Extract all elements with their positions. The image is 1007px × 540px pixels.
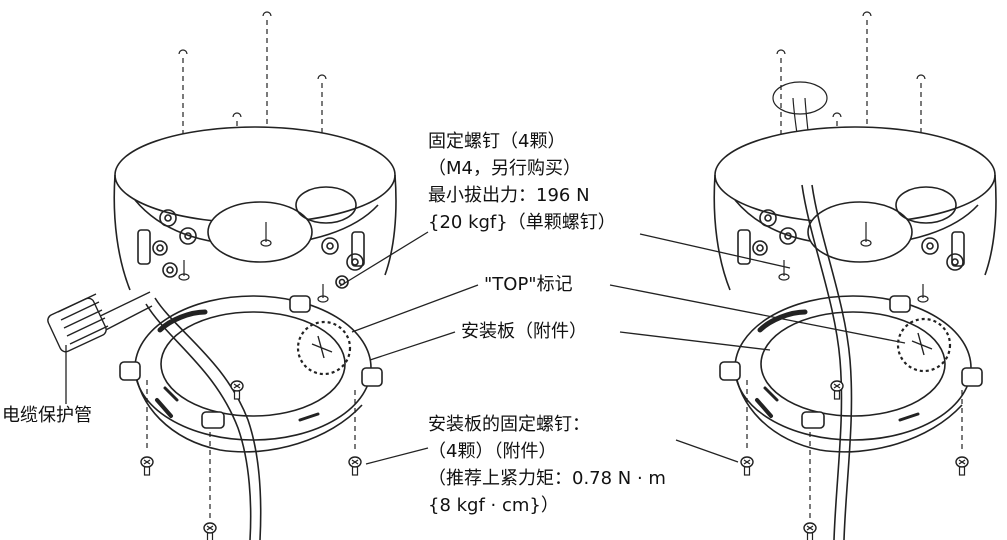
fixing-screw-label-line2: （M4，另行购买） xyxy=(428,158,581,179)
left-dome-base xyxy=(113,126,397,303)
right-cable xyxy=(801,184,853,540)
plate-screw-label-line3: （推荐上紧力矩：0.78 N · m xyxy=(428,468,666,489)
left-assembly xyxy=(47,11,397,540)
right-mount-plate xyxy=(719,295,983,520)
fixing-screw-label-line1: 固定螺钉（4颗） xyxy=(428,131,566,152)
right-assembly xyxy=(713,11,997,540)
plate-screw-label-line1: 安装板的固定螺钉： xyxy=(428,414,590,435)
conduit-graphic xyxy=(47,291,153,353)
left-plate-screws xyxy=(140,380,362,540)
plate-screw-label-line4: {8 kgf · cm}） xyxy=(428,495,559,516)
top-mark-label: "TOP"标记 xyxy=(484,274,573,295)
plate-screw-label-line2: （4颗）（附件） xyxy=(428,441,557,462)
right-dome-base xyxy=(713,126,997,303)
fixing-screw-label-line3: 最小拔出力：196 N xyxy=(428,185,590,206)
leader-lines xyxy=(65,231,906,465)
left-cable xyxy=(145,297,262,540)
right-plate-screws xyxy=(740,380,969,540)
fixing-screw-label-line4: {20 kgf}（单颗螺钉） xyxy=(428,212,616,233)
left-mount-plate xyxy=(119,295,383,520)
conduit-label: 电缆保护管 xyxy=(2,405,92,426)
mount-plate-label: 安装板（附件） xyxy=(461,321,587,342)
